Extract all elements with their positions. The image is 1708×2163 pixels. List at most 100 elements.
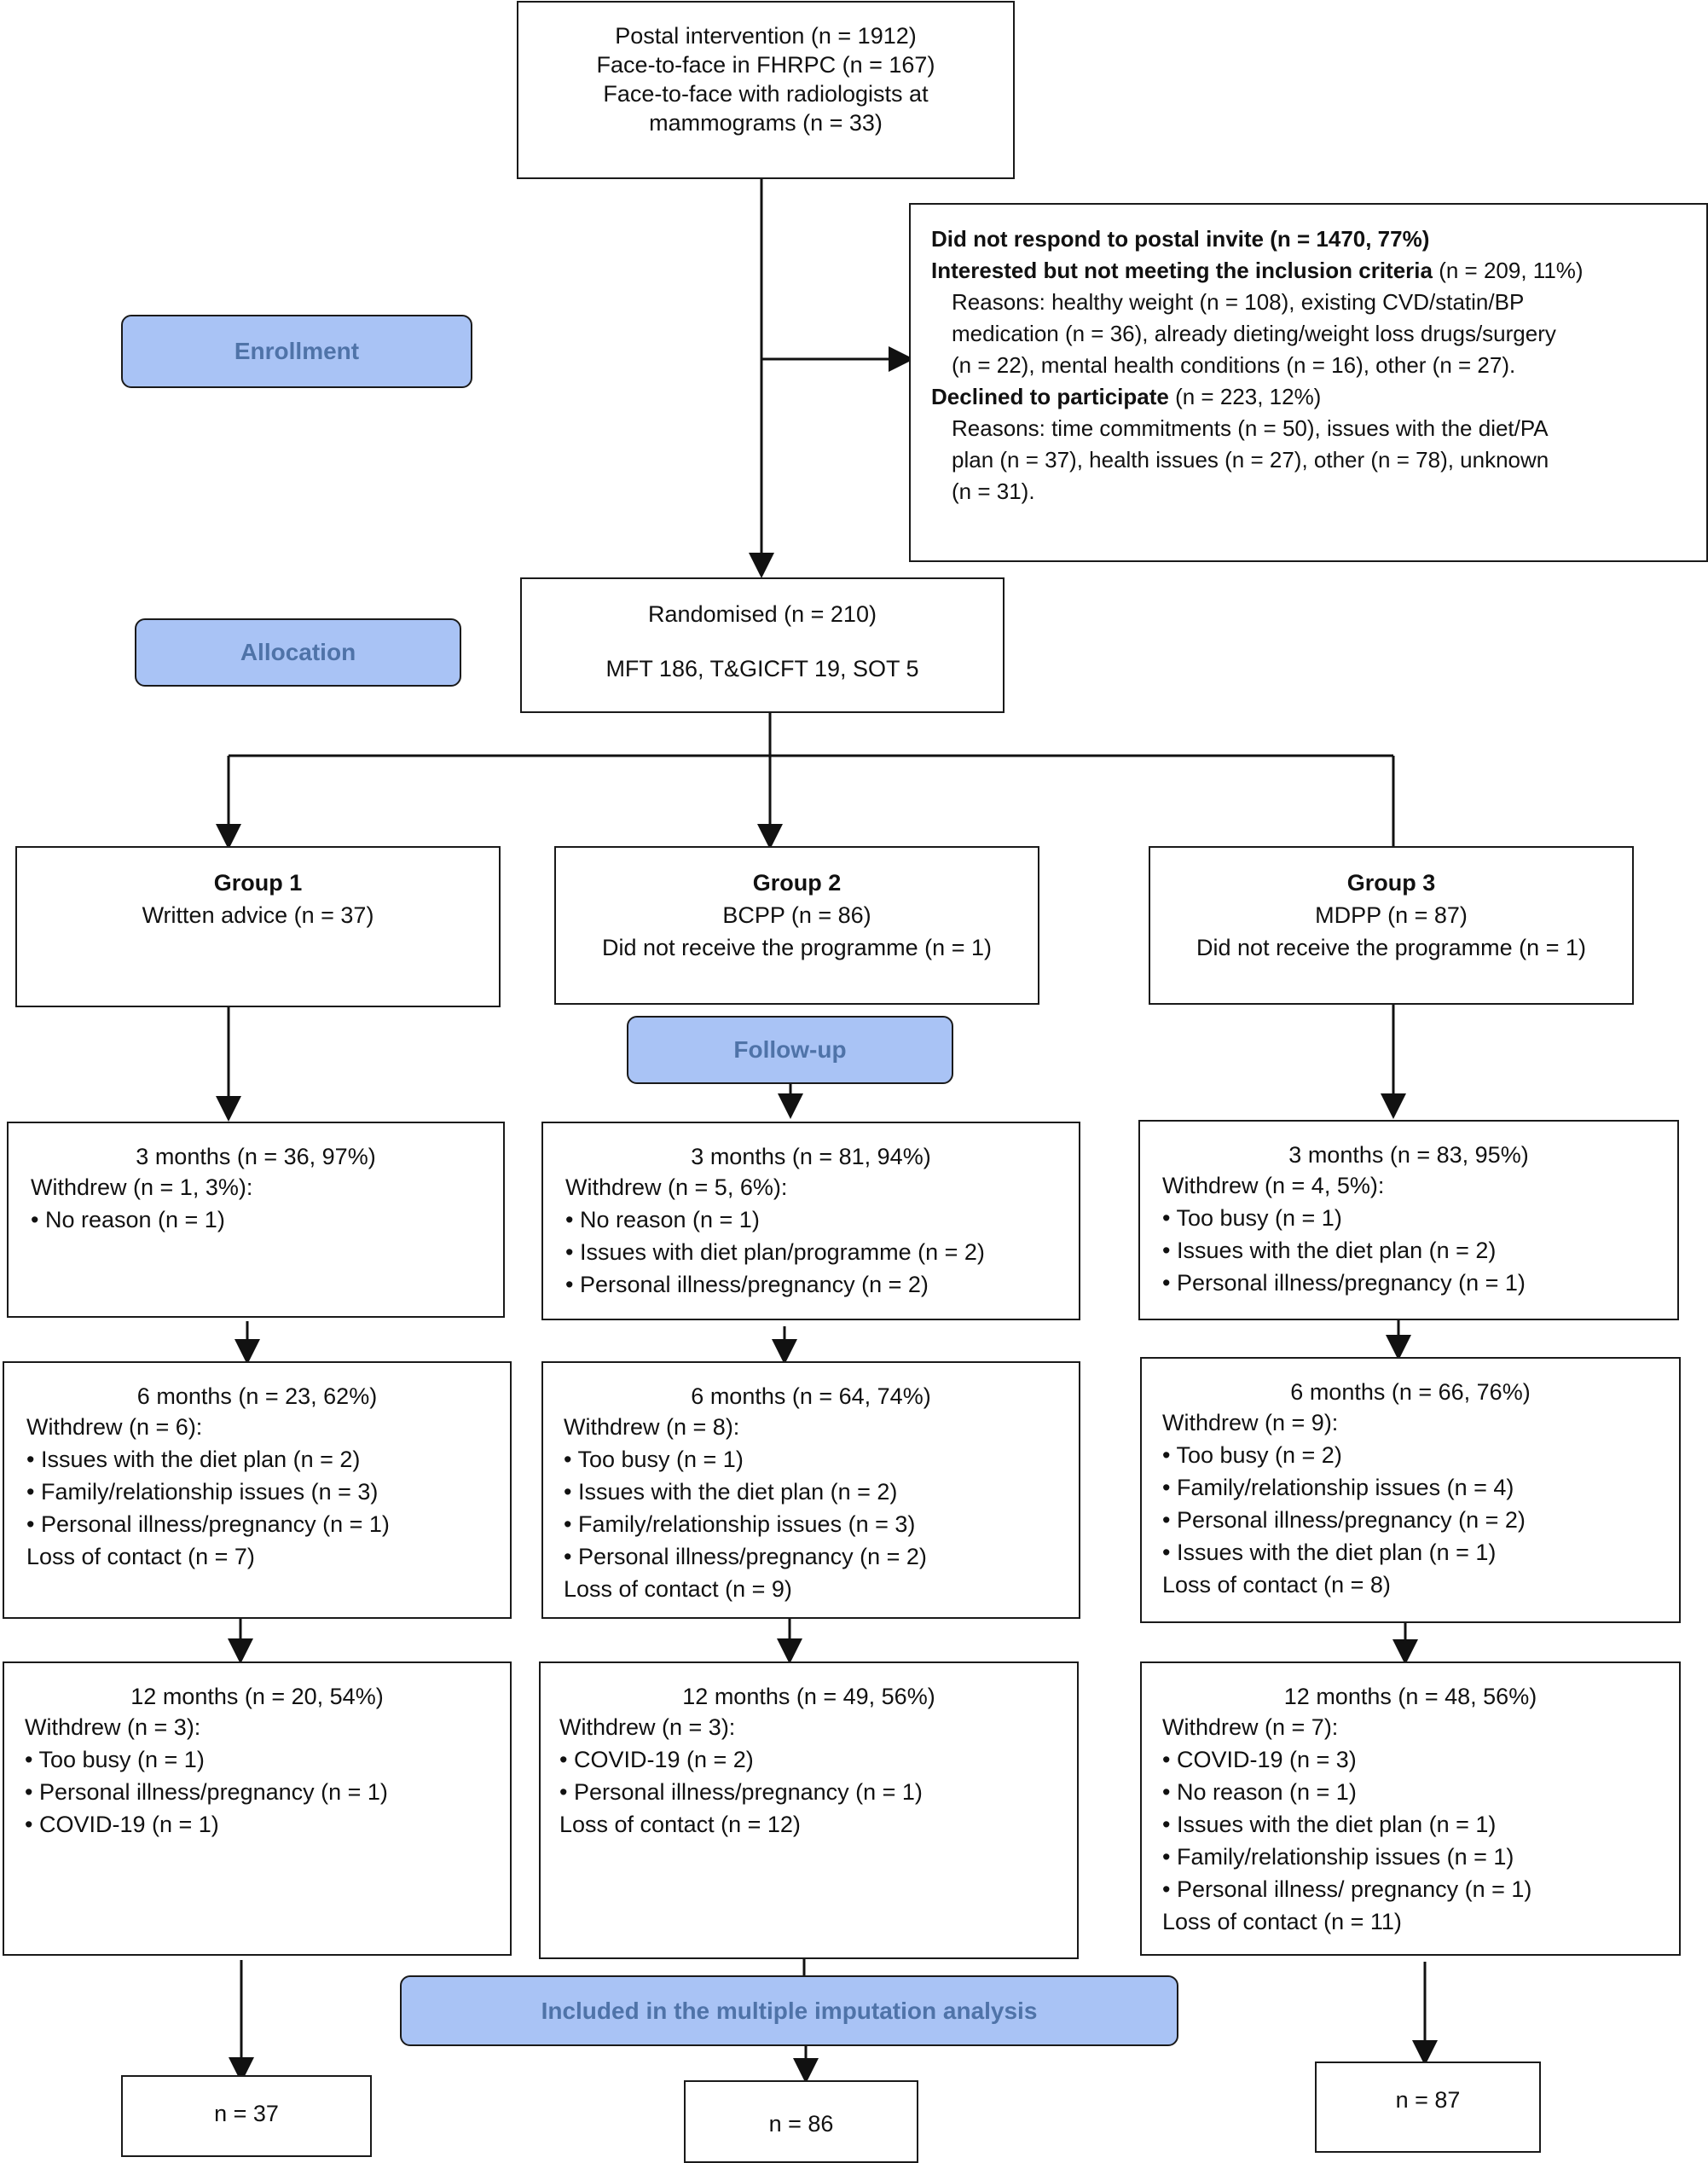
- analysis-g1-box: n = 37: [121, 2075, 372, 2157]
- randomised-line1: Randomised (n = 210): [648, 601, 877, 627]
- followup-line: • Personal illness/pregnancy (n = 1): [25, 1779, 388, 1805]
- interested-reason: medication (n = 36), already dieting/wei…: [952, 321, 1556, 346]
- followup-line: Loss of contact (n = 12): [559, 1812, 801, 1837]
- followup-header: 6 months (n = 23, 62%): [136, 1383, 378, 1409]
- followup-line: • COVID-19 (n = 1): [25, 1812, 219, 1837]
- followup-header: 3 months (n = 83, 95%): [1288, 1142, 1529, 1168]
- followup-header: 12 months (n = 49, 56%): [682, 1684, 935, 1709]
- followup-line: • Family/relationship issues (n = 1): [1162, 1844, 1514, 1870]
- followup-line: • Family/relationship issues (n = 4): [1162, 1475, 1514, 1500]
- g2-3m-box: 3 months (n = 81, 94%) Withdrew (n = 5, …: [541, 1122, 1080, 1320]
- declined-reason: plan (n = 37), health issues (n = 27), o…: [952, 447, 1549, 473]
- followup-line: • Too busy (n = 2): [1162, 1442, 1342, 1468]
- followup-line: • Issues with the diet plan (n = 1): [1162, 1812, 1497, 1837]
- declined-reason: Reasons: time commitments (n = 50), issu…: [952, 415, 1549, 441]
- declined-count: (n = 223, 12%): [1168, 384, 1322, 409]
- group-line: BCPP (n = 86): [722, 902, 871, 928]
- followup-line: Withdrew (n = 6):: [26, 1414, 203, 1440]
- followup-line: Loss of contact (n = 11): [1162, 1909, 1402, 1934]
- stage-analysis: Included in the multiple imputation anal…: [400, 1975, 1178, 2046]
- followup-line: • Issues with the diet plan (n = 1): [1162, 1540, 1497, 1565]
- source-line: Postal intervention (n = 1912): [615, 23, 917, 49]
- followup-line: • Too busy (n = 1): [1162, 1205, 1342, 1231]
- followup-line: • Personal illness/pregnancy (n = 1): [559, 1779, 923, 1805]
- source-line: mammograms (n = 33): [649, 110, 883, 136]
- declined-reason: (n = 31).: [952, 478, 1035, 504]
- followup-header: 3 months (n = 81, 94%): [691, 1144, 931, 1169]
- followup-line: • Issues with the diet plan (n = 2): [1162, 1238, 1497, 1263]
- interested-reason: Reasons: healthy weight (n = 108), exist…: [952, 289, 1525, 315]
- followup-line: Withdrew (n = 9):: [1162, 1410, 1339, 1435]
- group-title: Group 3: [1346, 870, 1436, 896]
- g1-3m-box: 3 months (n = 36, 97%) Withdrew (n = 1, …: [7, 1122, 505, 1318]
- analysis-count: n = 37: [214, 2101, 279, 2126]
- followup-line: • Personal illness/pregnancy (n = 2): [1162, 1507, 1526, 1533]
- followup-line: Withdrew (n = 3):: [559, 1714, 736, 1740]
- g3-6m-box: 6 months (n = 66, 76%) Withdrew (n = 9):…: [1140, 1357, 1681, 1623]
- analysis-count: n = 86: [768, 2111, 834, 2137]
- group1-box: Group 1 Written advice (n = 37): [15, 846, 501, 1007]
- followup-line: • COVID-19 (n = 3): [1162, 1747, 1357, 1772]
- followup-line: Loss of contact (n = 9): [564, 1576, 792, 1602]
- followup-line: • Family/relationship issues (n = 3): [26, 1479, 379, 1505]
- followup-line: • Personal illness/pregnancy (n = 1): [1162, 1270, 1526, 1296]
- group-line: Did not receive the programme (n = 1): [602, 935, 992, 960]
- stage-enrollment: Enrollment: [121, 315, 472, 388]
- followup-line: Withdrew (n = 3):: [25, 1714, 201, 1740]
- g1-6m-box: 6 months (n = 23, 62%) Withdrew (n = 6):…: [3, 1361, 512, 1619]
- interested-reason: (n = 22), mental health conditions (n = …: [952, 352, 1516, 378]
- group2-box: Group 2 BCPP (n = 86) Did not receive th…: [554, 846, 1039, 1005]
- followup-line: • COVID-19 (n = 2): [559, 1747, 754, 1772]
- stage-allocation: Allocation: [135, 618, 461, 687]
- analysis-g3-box: n = 87: [1315, 2062, 1541, 2153]
- g2-6m-box: 6 months (n = 64, 74%) Withdrew (n = 8):…: [541, 1361, 1080, 1619]
- followup-header: 12 months (n = 20, 54%): [130, 1684, 384, 1709]
- excluded-box: Did not respond to postal invite (n = 14…: [909, 203, 1708, 562]
- followup-line: • Personal illness/pregnancy (n = 1): [26, 1511, 390, 1537]
- followup-line: Withdrew (n = 1, 3%):: [31, 1174, 253, 1200]
- followup-line: Withdrew (n = 7):: [1162, 1714, 1339, 1740]
- group3-box: Group 3 MDPP (n = 87) Did not receive th…: [1149, 846, 1634, 1005]
- g2-12m-box: 12 months (n = 49, 56%) Withdrew (n = 3)…: [539, 1661, 1079, 1959]
- followup-header: 6 months (n = 64, 74%): [691, 1383, 931, 1409]
- source-box: Postal intervention (n = 1912) Face-to-f…: [517, 1, 1015, 179]
- followup-line: • Issues with the diet plan (n = 2): [564, 1479, 898, 1505]
- analysis-count: n = 87: [1395, 2087, 1461, 2113]
- group-title: Group 1: [213, 870, 303, 896]
- source-line: Face-to-face in FHRPC (n = 167): [596, 52, 935, 78]
- declined-heading: Declined to participate: [931, 384, 1169, 409]
- group-line: Did not receive the programme (n = 1): [1196, 935, 1586, 960]
- source-line: Face-to-face with radiologists at: [603, 81, 929, 107]
- followup-line: • No reason (n = 1): [31, 1207, 225, 1232]
- did-not-respond: Did not respond to postal invite (n = 14…: [931, 226, 1430, 252]
- followup-line: Withdrew (n = 8):: [564, 1414, 740, 1440]
- g3-12m-box: 12 months (n = 48, 56%) Withdrew (n = 7)…: [1140, 1661, 1681, 1956]
- g3-3m-box: 3 months (n = 83, 95%) Withdrew (n = 4, …: [1138, 1120, 1679, 1320]
- followup-header: 3 months (n = 36, 97%): [136, 1144, 376, 1169]
- group-line: MDPP (n = 87): [1315, 902, 1468, 928]
- followup-line: • Issues with diet plan/programme (n = 2…: [565, 1239, 985, 1265]
- followup-line: • Personal illness/pregnancy (n = 2): [565, 1272, 929, 1297]
- followup-line: • No reason (n = 1): [565, 1207, 760, 1232]
- followup-line: Withdrew (n = 5, 6%):: [565, 1174, 788, 1200]
- interested-count: (n = 209, 11%): [1432, 258, 1584, 283]
- followup-line: • Personal illness/ pregnancy (n = 1): [1162, 1876, 1532, 1902]
- followup-line: • No reason (n = 1): [1162, 1779, 1357, 1805]
- followup-line: • Family/relationship issues (n = 3): [564, 1511, 916, 1537]
- stage-followup: Follow-up: [627, 1016, 953, 1084]
- interested-heading: Interested but not meeting the inclusion…: [931, 258, 1433, 283]
- followup-line: • Too busy (n = 1): [25, 1747, 205, 1772]
- randomised-box: Randomised (n = 210) MFT 186, T&GICFT 19…: [520, 577, 1005, 713]
- followup-line: Loss of contact (n = 7): [26, 1544, 255, 1569]
- excluded-text: Did not respond to postal invite (n = 14…: [931, 223, 1584, 507]
- analysis-g2-box: n = 86: [684, 2080, 918, 2163]
- followup-line: • Personal illness/pregnancy (n = 2): [564, 1544, 927, 1569]
- followup-line: Withdrew (n = 4, 5%):: [1162, 1173, 1385, 1198]
- followup-line: • Too busy (n = 1): [564, 1447, 744, 1472]
- followup-header: 6 months (n = 66, 76%): [1290, 1379, 1531, 1405]
- g1-12m-box: 12 months (n = 20, 54%) Withdrew (n = 3)…: [3, 1661, 512, 1956]
- group-title: Group 2: [752, 870, 842, 896]
- source-text: Postal intervention (n = 1912) Face-to-f…: [518, 21, 1013, 137]
- randomised-line2: MFT 186, T&GICFT 19, SOT 5: [605, 656, 919, 681]
